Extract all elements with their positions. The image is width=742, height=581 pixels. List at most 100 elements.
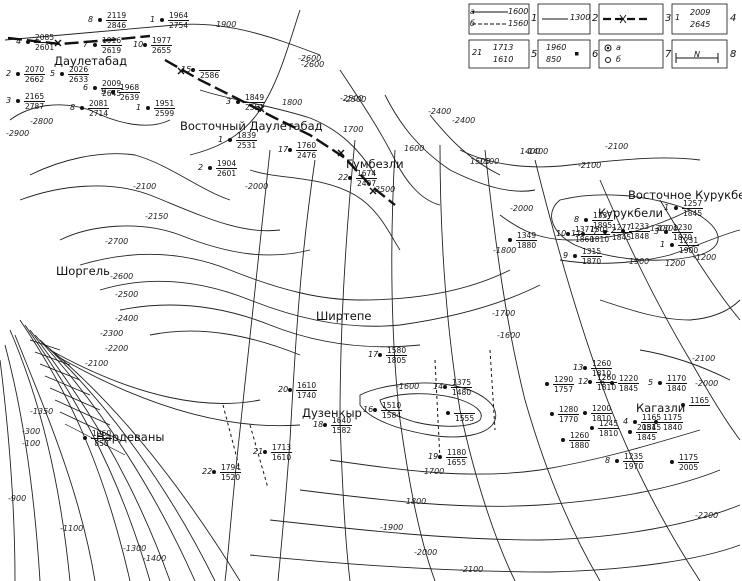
well-dot-icon [438,455,442,459]
well-dot-icon [658,381,662,385]
well-bottom-value: 1655 [447,458,467,467]
contour-line [379,393,482,427]
well-number: 3 [6,96,12,105]
well-number: 4 [623,417,629,426]
isoline-label: -1200 [693,253,717,262]
contour-line [551,194,719,261]
legend-5-top: 1713 [493,43,514,52]
legend-5-well: 21 [472,48,483,57]
well-number: 19 [428,452,439,461]
isoline-label: -1800 [403,497,427,506]
legend-4-num: 4 [730,13,737,24]
isoline-label: -1900 [380,523,404,532]
isoline-label: -1700 [492,309,516,318]
isoline-label: -2000 [245,182,269,191]
place-dauletabad: Даулетабад [54,54,128,68]
well-number: 1 [136,103,142,112]
well-top-value: 2051 [636,423,658,433]
well-bottom-value: 1845 [619,384,639,393]
contour-line [277,159,316,581]
well-top-value: 2026 [68,65,90,75]
well-dot-icon [590,426,594,430]
well-bottom-value: 1810 [592,369,612,378]
isoline-label: -2600 [301,60,325,69]
well-bottom-value: 1840 [663,423,683,432]
isoline-label: -2400 [428,107,452,116]
well-dot-icon [670,460,674,464]
well-bottom-value: 1845 [637,433,657,442]
well-number: 2 [611,226,617,235]
well-top-value: 1839 [236,131,258,141]
fault-cross [337,149,345,157]
well-dot-icon [550,412,554,416]
well-top-value: 1260 [591,359,613,369]
well-number: 1 [660,240,666,249]
well-bottom-value: 2586 [200,71,220,80]
well-dot-icon [288,388,292,392]
legend-2-num: 2 [592,13,599,24]
well-dot-icon [143,43,147,47]
well-top-value: 1916 [101,36,123,46]
isoline-label: -1350 [30,407,54,416]
fault-line [164,58,396,206]
well-top-value: 1175 [678,453,700,463]
well-top-value: 1280 [558,405,580,415]
well-top-value: 1968 [119,83,141,93]
well-number: 11 [571,229,582,238]
well-number: 2 [198,163,204,172]
legend-8-mark: N [694,50,700,59]
contour-line [339,69,441,206]
well-number: 8 [70,103,76,112]
profile-line [249,424,269,489]
fault-cross [54,39,62,47]
well-dot-icon [146,106,150,110]
well-bottom-value: 1810 [597,383,617,392]
well-top-value: 1349 [516,231,538,241]
contour-line [14,334,96,581]
isoline-label: -2100 [85,359,109,368]
isoline-label: -1300 [655,224,679,233]
contour-line [99,280,541,327]
well-top-value: 2119 [106,11,128,21]
well-top-value: 1260 [569,431,591,441]
well-top-value: 1315 [581,247,603,257]
legend-4-well: 1 [675,13,681,22]
legend-1-b: б [470,19,475,28]
isoline-label: 1700 [343,125,364,134]
well-top-value: 2165 [24,92,46,102]
contour-line [484,149,601,581]
isoline-label: 1400 [520,147,541,156]
well-top-value: 1794 [220,463,242,473]
isoline-label: -2600 [298,54,322,63]
well-bottom-value: 1895 [593,221,613,230]
well-bottom-value: 2639 [120,93,140,102]
contour-line [339,139,356,581]
well-dot-icon [508,238,512,242]
isoline-label: -2500 [343,95,367,104]
contour-line [39,339,216,581]
legend-6-top: 1960 [546,43,567,52]
well-top-value: 1235 [623,452,645,462]
well-number: 17 [278,145,289,154]
isoline-label: -300 [22,427,41,436]
well-bottom-value: 1810 [599,429,619,438]
place-kurukbeli: Курукбели [598,206,664,220]
well-number: 13 [573,363,584,372]
legend-7-b: б [616,55,621,64]
legend-1-a-value: 1600 [508,7,529,16]
well-bottom-value: 2655 [152,46,172,55]
well-dot-icon [633,420,637,424]
well-dot-icon [212,470,216,474]
well-dot-icon [583,366,587,370]
legend-5-bot: 1610 [493,55,514,64]
well-number: 1 [150,15,156,24]
contour-line [59,225,311,256]
contour-line [329,429,701,475]
isoline-label: -2200 [695,511,719,520]
contour-line [19,185,281,232]
isoline-label: 1300 [650,224,671,233]
well-number: 9 [563,251,569,260]
well-dot-icon [323,423,327,427]
well-bottom-value: 1870 [582,257,602,266]
